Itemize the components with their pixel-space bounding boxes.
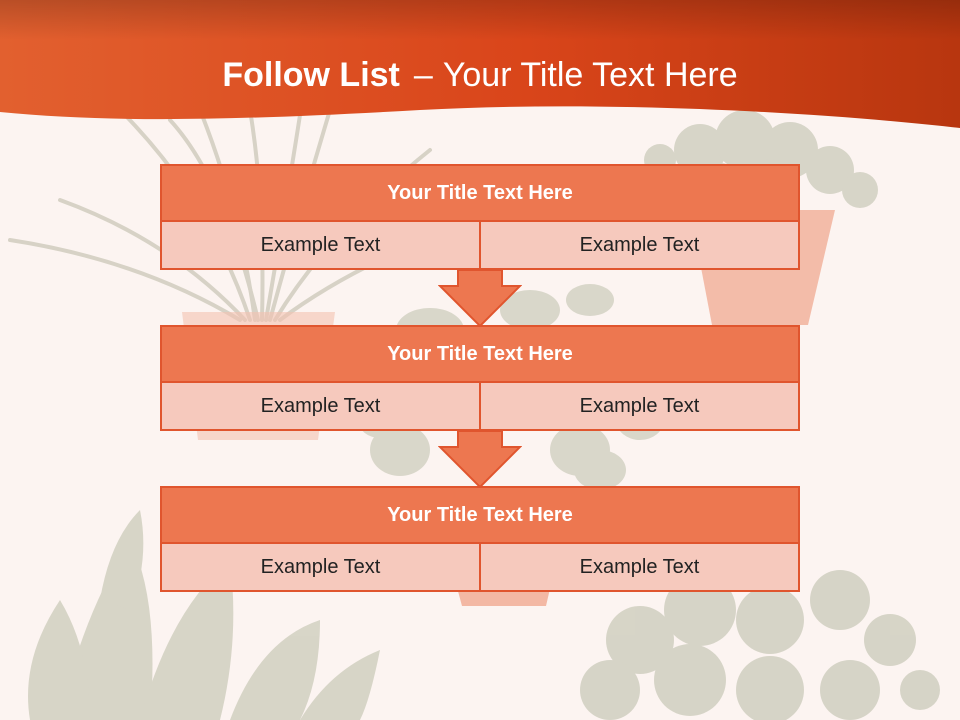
step-1-title: Your Title Text Here (162, 166, 798, 222)
step-3-right-text: Example Text (479, 544, 798, 590)
step-1-row: Example Text Example Text (162, 222, 798, 268)
step-2-left-text: Example Text (260, 395, 381, 417)
step-box-1: Your Title Text Here Example Text Exampl… (160, 164, 800, 270)
step-2-title: Your Title Text Here (162, 327, 798, 383)
down-arrow-2 (438, 431, 522, 489)
step-1-right-text: Example Text (479, 222, 798, 268)
step-2-right-text: Example Text (479, 383, 798, 429)
down-arrow-1 (438, 270, 522, 328)
step-1-left-text: Example Text (260, 234, 381, 256)
parsley-plant-image (580, 570, 940, 720)
step-2-row: Example Text Example Text (162, 383, 798, 429)
step-3-title: Your Title Text Here (162, 488, 798, 544)
arugula-plant-image (28, 510, 380, 720)
slide-title-rest: Your Title Text Here (442, 56, 738, 94)
step-3-left-text: Example Text (260, 556, 381, 578)
step-box-3: Your Title Text Here Example Text Exampl… (160, 486, 800, 592)
step-box-2: Your Title Text Here Example Text Exampl… (160, 325, 800, 431)
slide-title-bold: Follow List (222, 56, 400, 94)
slide-title-dash: – (413, 56, 433, 94)
step-3-row: Example Text Example Text (162, 544, 798, 590)
slide-title: Follow List–Your Title Text Here (0, 50, 960, 100)
